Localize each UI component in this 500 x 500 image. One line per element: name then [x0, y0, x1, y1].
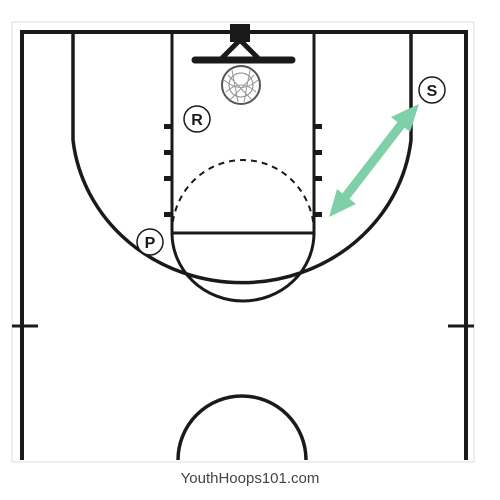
player-r-marker: R [183, 105, 211, 133]
player-p-label: P [145, 235, 156, 252]
player-p-marker: P [136, 228, 164, 256]
free-throw-circle-dashed [171, 159, 315, 234]
movement-arrow [329, 104, 419, 217]
hoop-post [230, 24, 250, 42]
image-frame [11, 21, 475, 463]
lane-hash-marks [164, 124, 322, 217]
three-point-line [71, 32, 413, 285]
player-s-marker: S [418, 76, 446, 104]
player-r-label: R [191, 112, 203, 129]
free-throw-circle-solid [170, 232, 316, 303]
hoop-support [220, 38, 260, 60]
basket-net-icon [221, 65, 261, 105]
player-s-label: S [427, 83, 438, 100]
center-circle-arc [176, 394, 308, 461]
site-credit: YouthHoops101.com [180, 470, 320, 487]
